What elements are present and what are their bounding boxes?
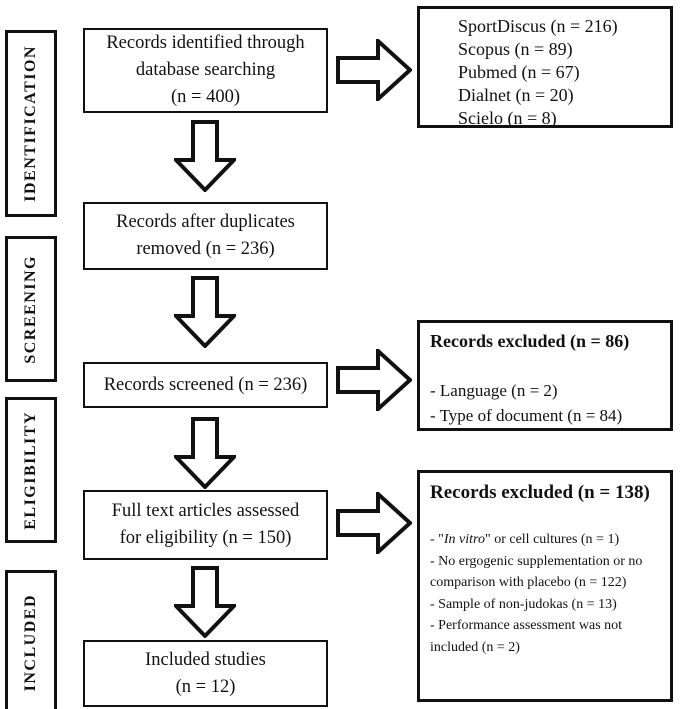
right-arrow-icon: [336, 349, 412, 411]
flow-box-line: Included studies: [145, 649, 266, 670]
down-arrow-icon: [174, 276, 236, 348]
flow-box-line: Records after duplicates: [116, 212, 295, 232]
flow-box-records-screened: Records screened (n = 236): [83, 362, 328, 408]
down-arrow-icon: [174, 417, 236, 489]
flow-box-records-identified: Records identified through database sear…: [83, 28, 328, 113]
exclusion-reason: - Sample of non-judokas (n = 13): [430, 596, 617, 612]
stage-label-identification: IDENTIFICATION: [22, 45, 39, 202]
exclusion-reason: - "In vitro" or cell cultures (n = 1): [430, 532, 620, 547]
exclusion-screening-content: Records excluded (n = 86) - Language (n …: [420, 323, 670, 428]
flow-box-duplicates-removed: Records after duplicates removed (n = 23…: [83, 202, 328, 270]
exclusion-eligibility-content: Records excluded (n = 138) - "In vitro" …: [420, 473, 670, 658]
exclusion-reason: - Type of document (n = 84): [430, 406, 623, 425]
exclusion-eligibility-title: Records excluded (n = 138): [430, 482, 650, 503]
exclusion-screening-items: - Language (n = 2) - Type of document (n…: [430, 378, 660, 428]
database-item: Scielo (n = 8): [458, 108, 557, 128]
flow-box-line: (n = 400): [170, 87, 240, 107]
exclusion-reason: - Language (n = 2): [430, 381, 558, 400]
exclusion-screening-box: Records excluded (n = 86) - Language (n …: [417, 320, 673, 431]
databases-box: SportDiscus (n = 216) Scopus (n = 89) Pu…: [417, 6, 673, 128]
stage-box-eligibility: ELIGIBILITY: [5, 397, 57, 543]
right-arrow-icon: [336, 39, 412, 101]
exclusion-eligibility-box: Records excluded (n = 138) - "In vitro" …: [417, 470, 673, 702]
stage-label-screening: SCREENING: [22, 254, 39, 364]
right-arrow-icon: [336, 492, 412, 554]
stage-label-included: INCLUDED: [22, 594, 39, 692]
exclusion-screening-title: Records excluded (n = 86): [430, 331, 630, 351]
database-item: Scopus (n = 89): [458, 39, 573, 59]
exclusion-eligibility-items: - "In vitro" or cell cultures (n = 1) - …: [430, 529, 662, 658]
flow-box-line: Records screened (n = 236): [103, 374, 308, 395]
flow-box-line: (n = 12): [175, 676, 236, 697]
down-arrow-icon: [174, 566, 236, 638]
flow-box-line: removed (n = 236): [136, 239, 275, 259]
flow-box-line: for eligibility (n = 150): [119, 528, 292, 548]
flow-box-included-studies: Included studies (n = 12): [83, 640, 328, 707]
flow-box-fulltext-assessed: Full text articles assessed for eligibil…: [83, 490, 328, 560]
flow-box-line: Full text articles assessed: [111, 501, 300, 521]
flow-box-line: Records identified through: [106, 33, 305, 53]
flow-box-line: database searching: [135, 60, 276, 80]
databases-list: SportDiscus (n = 216) Scopus (n = 89) Pu…: [420, 9, 670, 130]
down-arrow-icon: [174, 120, 236, 192]
database-item: Pubmed (n = 67): [458, 62, 580, 82]
exclusion-reason: - No ergogenic supplementation or no com…: [430, 553, 643, 591]
exclusion-reason: - Performance assessment was not include…: [430, 618, 623, 655]
database-item: SportDiscus (n = 216): [458, 16, 618, 36]
stage-box-identification: IDENTIFICATION: [5, 30, 57, 217]
database-item: Dialnet (n = 20): [458, 85, 574, 105]
stage-box-screening: SCREENING: [5, 236, 57, 382]
stage-box-included: INCLUDED: [5, 570, 57, 709]
stage-label-eligibility: ELIGIBILITY: [22, 410, 39, 530]
